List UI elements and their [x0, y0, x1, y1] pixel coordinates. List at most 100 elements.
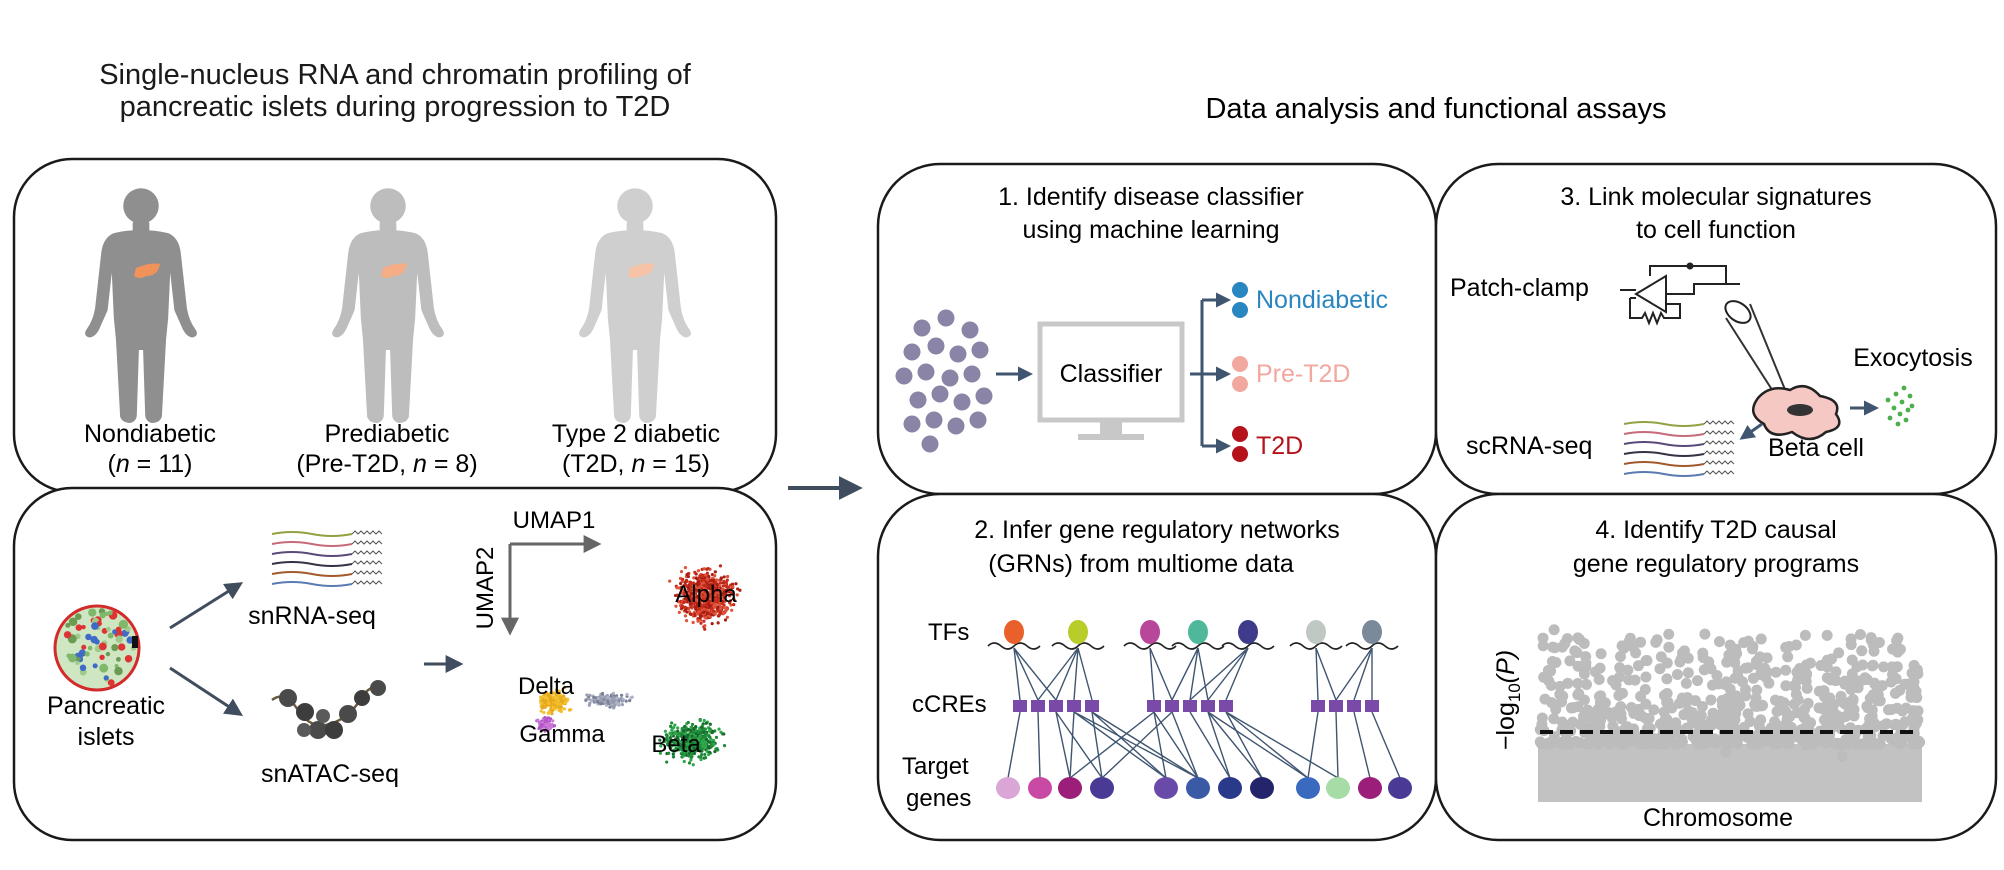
- gamma-cell-point: [550, 722, 554, 727]
- snp-point: [1846, 654, 1858, 666]
- snp-point: [1847, 695, 1859, 707]
- box3-title-line2: to cell function: [1636, 216, 1796, 244]
- read-line: [1623, 441, 1705, 447]
- alpha-cell-point: [712, 582, 716, 586]
- snp-point: [1706, 679, 1718, 691]
- other-cell-point: [599, 701, 603, 706]
- alpha-cell-point: [688, 601, 693, 605]
- snp-point: [1682, 667, 1694, 679]
- beta-cell-point: [690, 722, 695, 727]
- snp-point: [1878, 661, 1890, 673]
- other-cell-point: [615, 696, 619, 700]
- alpha-cell-point: [711, 578, 715, 583]
- beta-cell-point: [717, 727, 721, 731]
- cre-edge: [1007, 711, 1021, 779]
- alpha-cell-point: [679, 569, 684, 574]
- amplifier-circuit-icon: [1620, 262, 1740, 326]
- islet-cell: [116, 656, 121, 662]
- read-line: [271, 541, 353, 547]
- alpha-cell-point: [683, 590, 687, 594]
- cre-edge: [1069, 711, 1075, 779]
- snp-point: [1545, 665, 1557, 677]
- islet-cell: [103, 675, 109, 681]
- beta-cell-point: [659, 744, 663, 748]
- beta-cell-point: [702, 718, 706, 723]
- alpha-cell-point: [723, 618, 728, 622]
- alpha-cell-point: [729, 591, 734, 595]
- granule-dot: [1891, 405, 1897, 411]
- polya-tail: [351, 570, 383, 575]
- other-cell-point: [606, 695, 610, 700]
- beta-cell-point: [677, 748, 681, 752]
- beta-cell-point: [668, 731, 672, 735]
- snp-point: [1740, 684, 1752, 696]
- other-cell-point: [600, 691, 605, 696]
- polya-tail: [1703, 450, 1735, 455]
- dna-strand: [1171, 642, 1225, 650]
- snp-point: [1681, 692, 1693, 704]
- granule-dot: [1885, 397, 1891, 403]
- delta-cell-point: [550, 709, 554, 713]
- polya-tail: [351, 530, 383, 535]
- alpha-cell-point: [713, 570, 717, 574]
- snp-point: [1892, 632, 1904, 644]
- beta-cell-point: [707, 746, 711, 750]
- islet-cell: [85, 633, 92, 641]
- islet-cell: [106, 626, 111, 632]
- alpha-cell-point: [675, 593, 679, 597]
- cluster-label-beta: Beta: [651, 731, 701, 758]
- beta-cell-point: [689, 749, 694, 753]
- polya-tail: [351, 550, 383, 555]
- islet-cell: [75, 613, 82, 620]
- snp-point: [1705, 719, 1717, 731]
- snp-point: [1907, 705, 1919, 717]
- beta-cell-point: [672, 725, 676, 730]
- alpha-cell-point: [696, 569, 701, 573]
- beta-cell-point: [686, 733, 690, 737]
- alpha-cell-point: [736, 587, 740, 591]
- islet-cell: [99, 663, 109, 673]
- exocytosis-label: Exocytosis: [1853, 344, 1972, 372]
- snp-point: [1595, 714, 1607, 726]
- sample-dot: [969, 411, 987, 429]
- islet-cell: [124, 655, 133, 663]
- other-cell-point: [611, 701, 616, 705]
- alpha-cell-point: [683, 597, 688, 601]
- cre-edge: [1091, 711, 1103, 779]
- cre-edge: [1207, 711, 1309, 779]
- alpha-cell-point: [668, 579, 672, 583]
- other-cell-point: [625, 692, 629, 697]
- right-title: Data analysis and functional assays: [1205, 93, 1666, 125]
- pancreas-icon: [134, 263, 160, 278]
- dna-strand: [1123, 642, 1177, 650]
- beta-cell-point: [713, 749, 717, 754]
- alpha-cell-point: [729, 603, 733, 607]
- ccre-box: [1147, 700, 1161, 712]
- other-cell-point: [604, 703, 609, 707]
- snrna-label: snRNA-seq: [248, 602, 376, 630]
- alpha-cell-point: [693, 585, 697, 589]
- snp-point: [1907, 733, 1919, 745]
- cohort-name-prediabetic: Prediabetic: [324, 420, 449, 448]
- alpha-cell-point: [685, 584, 689, 588]
- tf-edge: [1077, 647, 1093, 701]
- snp-point: [1905, 691, 1917, 703]
- other-cell-point: [592, 695, 596, 700]
- read-line: [271, 551, 353, 557]
- tf-edge: [1013, 647, 1039, 701]
- sample-dot: [937, 309, 955, 327]
- granule-dot: [1903, 417, 1909, 423]
- snp-point: [1578, 694, 1590, 706]
- alpha-cell-point: [716, 605, 720, 609]
- sample-dot: [903, 343, 921, 361]
- alpha-cell-point: [723, 590, 727, 594]
- dna-strand: [1345, 642, 1399, 650]
- alpha-cell-point: [696, 619, 700, 623]
- beta-cell-point: [682, 735, 687, 739]
- alpha-cell-point: [707, 574, 711, 579]
- target-genes-label-line1: Target: [902, 753, 969, 780]
- patch-clamp-label: Patch-clamp: [1450, 274, 1589, 302]
- islet-cell: [75, 624, 83, 631]
- granule-dot: [1901, 385, 1907, 391]
- alpha-cell-point: [702, 581, 706, 585]
